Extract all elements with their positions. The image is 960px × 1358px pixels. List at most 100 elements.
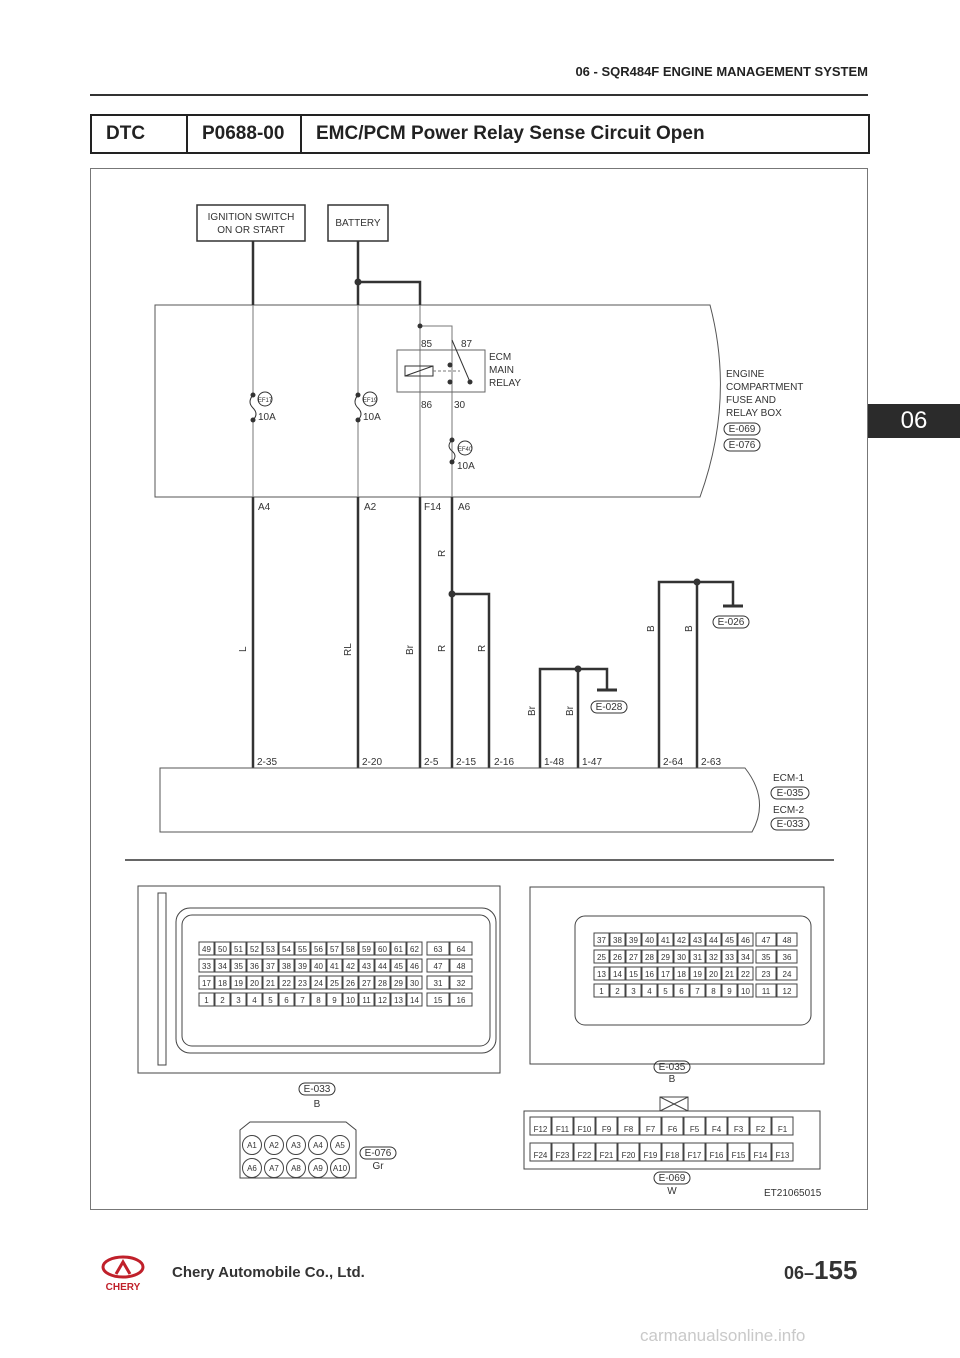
connector-pin-label: 57	[330, 945, 339, 954]
section-tab[interactable]: 06	[868, 404, 960, 438]
connector-pin-label: A2	[269, 1141, 279, 1150]
connector-pin	[426, 958, 450, 973]
connector-pin	[689, 949, 706, 964]
connector-pin-label: 9	[727, 987, 732, 996]
connector-pin-label: 48	[457, 962, 466, 971]
connector-pin-label: 56	[314, 945, 323, 954]
svg-text:E-035: E-035	[659, 1062, 686, 1073]
battery-label: BATTERY	[335, 218, 381, 229]
connector-pin	[242, 1135, 262, 1155]
connector-pin	[689, 966, 706, 981]
connector-pin	[198, 941, 215, 956]
connector-pin-label: 16	[645, 970, 654, 979]
connector-pin-label: F17	[688, 1151, 702, 1160]
connector-pin	[262, 958, 279, 973]
connector-pin	[286, 1135, 306, 1155]
connector-pin	[755, 966, 777, 981]
connector-pin-label: 35	[762, 953, 771, 962]
connector-pin	[705, 1142, 728, 1162]
connector-pin-label: 41	[661, 936, 670, 945]
connector-pin-label: 2	[615, 987, 620, 996]
connector-pin	[657, 966, 674, 981]
connector-pin-label: 27	[362, 979, 371, 988]
connector-pin-label: 5	[268, 996, 273, 1005]
connector-pin	[390, 992, 407, 1007]
connector-pin	[246, 941, 263, 956]
connector-pin-label: 40	[645, 936, 654, 945]
connector-pin	[264, 1158, 284, 1178]
connector-pin	[330, 1135, 350, 1155]
connector-pin	[593, 932, 610, 947]
connector-pin-label: 4	[647, 987, 652, 996]
svg-text:E-076: E-076	[729, 440, 756, 451]
connector-pin-label: F3	[734, 1125, 744, 1134]
section-header: 06 - SQR484F ENGINE MANAGEMENT SYSTEM	[575, 64, 868, 79]
connector-pin-label: 28	[645, 953, 654, 962]
connector-pin-label: 46	[741, 936, 750, 945]
connector-pin-label: F15	[732, 1151, 746, 1160]
ignition-label-2: ON OR START	[217, 225, 284, 236]
connector-pin-label: 31	[434, 979, 443, 988]
connector-pin	[214, 941, 231, 956]
connector-pin	[625, 983, 642, 998]
connector-pin-label: 53	[266, 945, 275, 954]
connector-pin	[262, 992, 279, 1007]
connector-pin	[342, 975, 359, 990]
svg-text:B: B	[669, 1074, 676, 1085]
connector-pin-label: F18	[666, 1151, 680, 1160]
connector-pin	[449, 992, 473, 1007]
connector-pin	[342, 992, 359, 1007]
connector-pin	[294, 975, 311, 990]
connector-pin	[573, 1142, 596, 1162]
connector-pin	[755, 949, 777, 964]
connector-pin-label: F9	[602, 1125, 612, 1134]
connector-pin-label: 34	[218, 962, 227, 971]
connector-pin	[286, 1158, 306, 1178]
connector-pin-label: 45	[394, 962, 403, 971]
fuse-ef17	[257, 391, 273, 407]
connector-e035	[529, 886, 825, 1065]
connector-pin	[374, 992, 391, 1007]
dtc-title-box: DTC P0688-00 EMC/PCM Power Relay Sense C…	[90, 114, 870, 154]
connector-pin-label: 12	[378, 996, 387, 1005]
connector-pin	[625, 966, 642, 981]
connector-pin-label: 12	[783, 987, 792, 996]
connector-pin-label: 37	[266, 962, 275, 971]
connector-pin	[755, 983, 777, 998]
connector-pin	[310, 992, 327, 1007]
connector-pin-label: F12	[534, 1125, 548, 1134]
page-number: 06–155	[784, 1255, 858, 1285]
svg-text:E-033: E-033	[304, 1084, 331, 1095]
connector-pin	[625, 949, 642, 964]
connector-pin-label: 34	[741, 953, 750, 962]
connector-pin	[683, 1116, 706, 1136]
connector-pin-label: 59	[362, 945, 371, 954]
connector-pin	[246, 975, 263, 990]
svg-text:MAIN: MAIN	[489, 365, 514, 376]
connector-pin	[449, 975, 473, 990]
connector-pin-label: 18	[218, 979, 227, 988]
connector-pin	[661, 1142, 684, 1162]
svg-text:Br: Br	[527, 705, 538, 716]
connector-pin-label: 27	[629, 953, 638, 962]
connector-pin	[406, 941, 423, 956]
connector-pin-label: 37	[597, 936, 606, 945]
connector-pin-label: 39	[629, 936, 638, 945]
connector-pin	[342, 941, 359, 956]
dtc-code: P0688-00	[188, 116, 302, 152]
connector-pin	[406, 992, 423, 1007]
connector-pin-label: 10	[741, 987, 750, 996]
connector-pin	[262, 941, 279, 956]
connector-pin	[737, 983, 754, 998]
connector-pin-label: 13	[597, 970, 606, 979]
connector-pin	[641, 932, 658, 947]
svg-text:10A: 10A	[258, 412, 276, 423]
connector-pin-label: 3	[631, 987, 636, 996]
connector-pin-label: 20	[250, 979, 259, 988]
connector-pin	[374, 958, 391, 973]
connector-pin-label: F21	[600, 1151, 614, 1160]
connector-pin-label: 2	[220, 996, 225, 1005]
svg-text:RELAY: RELAY	[489, 378, 521, 389]
connector-pin-label: 30	[677, 953, 686, 962]
connector-pin-label: 43	[693, 936, 702, 945]
